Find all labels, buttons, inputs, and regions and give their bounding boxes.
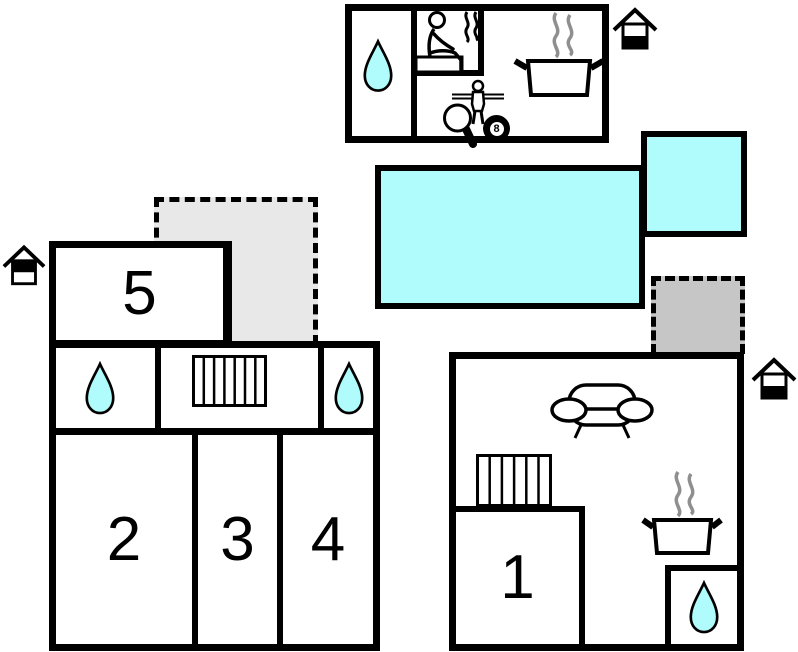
house-floor-icon-upper [2, 244, 46, 286]
wall-divider [277, 435, 283, 644]
water-drop-icon [363, 38, 393, 92]
terrace-right [651, 276, 745, 354]
room-1-label: 1 [500, 543, 535, 612]
room-3-label: 3 [220, 504, 255, 574]
spa-building: 8 [345, 4, 609, 148]
left-building-bottom-row: 2 3 4 [49, 428, 380, 651]
wall-divider [192, 435, 198, 644]
left-building-middle-row [49, 341, 380, 435]
sofa-icon [550, 383, 654, 439]
room-4-label: 4 [310, 504, 346, 574]
room-2-label: 2 [106, 504, 142, 574]
house-floor-icon-lower [612, 7, 658, 50]
cooking-pot-icon [513, 11, 605, 97]
water-drop-icon [85, 360, 115, 415]
swimming-pool [375, 165, 645, 309]
foosball-player-icon [452, 79, 504, 125]
water-drop-icon [334, 360, 364, 415]
room-1: 1 [456, 506, 585, 644]
radiator-icon [476, 454, 552, 507]
eight-ball-number: 8 [493, 122, 500, 135]
wall-divider [155, 348, 161, 428]
sauna-icon [414, 11, 479, 74]
wall-divider [318, 348, 324, 428]
wall-divider [478, 11, 484, 76]
pool-small-section [641, 131, 747, 237]
table-tennis-paddle-icon [443, 103, 477, 148]
room-5-label: 5 [122, 259, 157, 328]
room-5: 5 [49, 241, 232, 347]
bathroom [665, 565, 737, 644]
billiard-ball-icon: 8 [483, 115, 510, 142]
living-building: 1 [449, 352, 744, 651]
water-drop-icon [689, 579, 719, 634]
cooking-pot-icon [641, 470, 723, 555]
house-floor-icon-lower [751, 357, 797, 400]
radiator-icon [192, 355, 267, 407]
